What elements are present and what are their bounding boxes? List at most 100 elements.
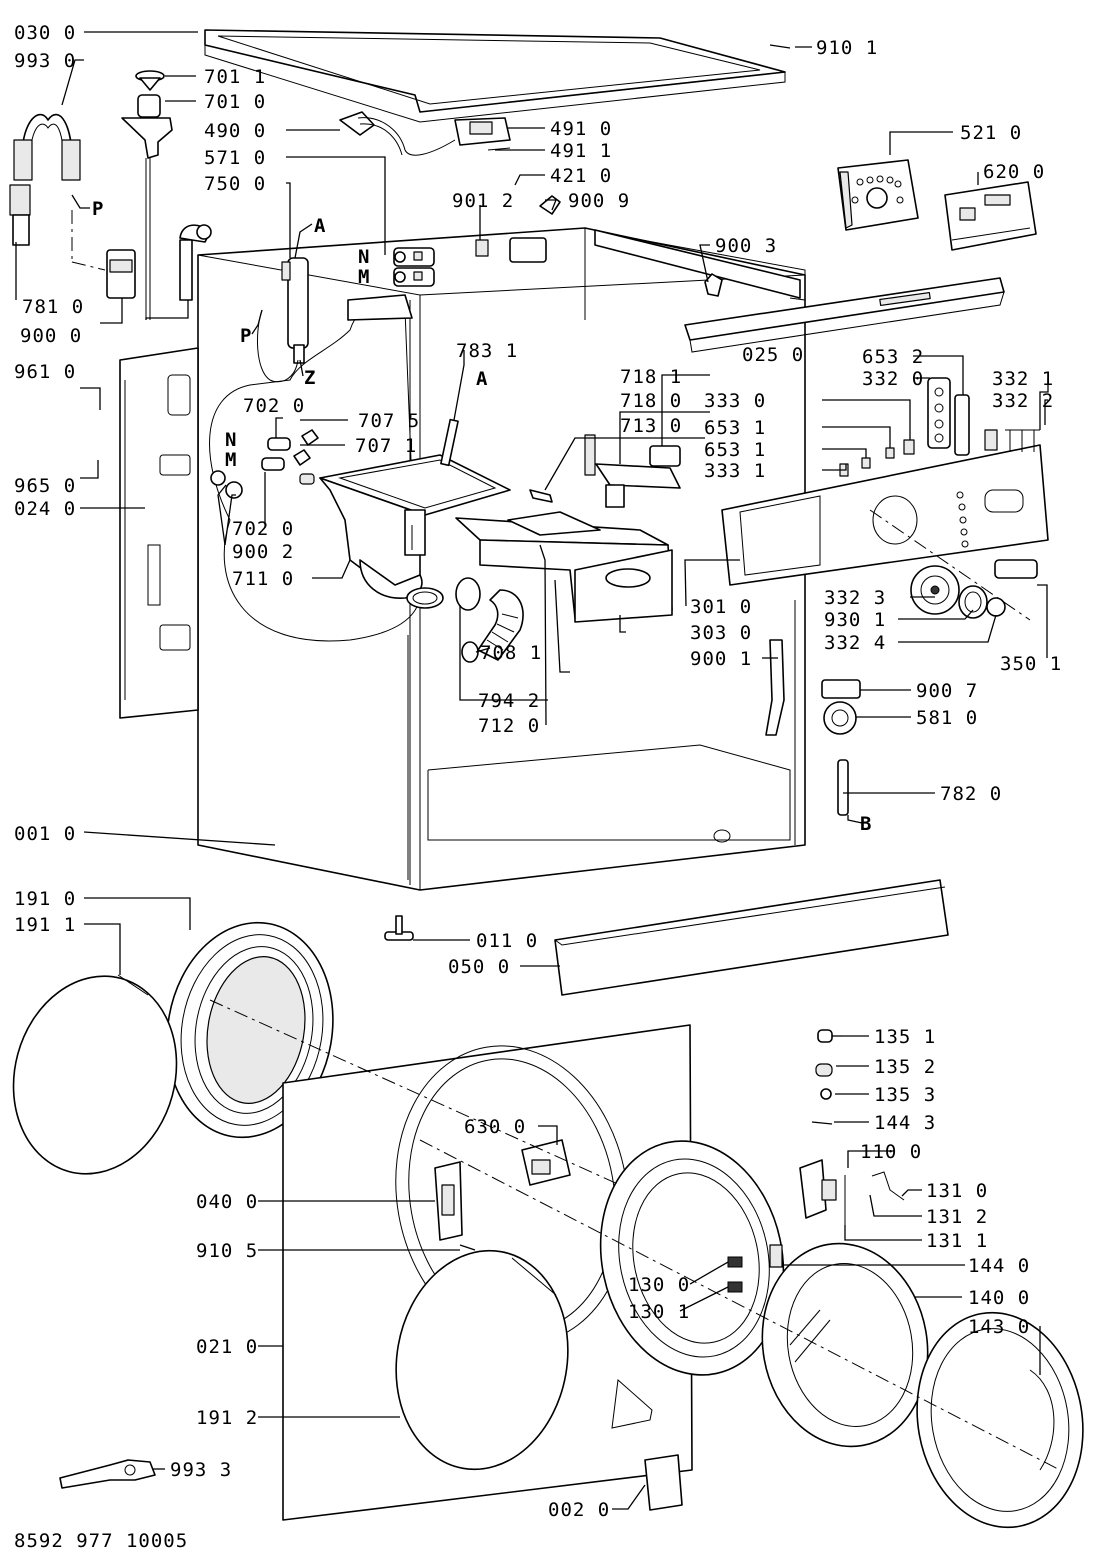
pressure-switch xyxy=(821,679,861,735)
label-702-0-a: 702 0 xyxy=(243,395,305,417)
lever-713 xyxy=(529,489,553,503)
label-025-0: 025 0 xyxy=(742,344,804,366)
label-712-0: 712 0 xyxy=(478,715,540,737)
screw-910-5 xyxy=(459,1244,476,1251)
hose-funnel xyxy=(121,70,173,320)
label-521-0: 521 0 xyxy=(960,122,1022,144)
label-901-2: 901 2 xyxy=(452,190,514,212)
label-131-2: 131 2 xyxy=(926,1206,988,1228)
label-900-0: 900 0 xyxy=(20,325,82,347)
label-718-0: 718 0 xyxy=(620,390,682,412)
terminal-block xyxy=(454,117,511,151)
power-cord xyxy=(339,111,456,156)
back-panel xyxy=(119,347,199,719)
label-653-1-a: 653 1 xyxy=(704,417,766,439)
label-708-1: 708 1 xyxy=(480,642,542,664)
door-handle xyxy=(799,1159,905,1225)
label-144-0: 144 0 xyxy=(968,1255,1030,1277)
seal-clamp-191-1 xyxy=(12,975,178,1175)
leader-lines xyxy=(15,31,1049,1510)
label-332-3: 332 3 xyxy=(824,587,886,609)
label-301-0: 301 0 xyxy=(690,596,752,618)
label-711-0: 711 0 xyxy=(232,568,294,590)
label-750-0: 750 0 xyxy=(204,173,266,195)
drain-bellows xyxy=(455,577,524,663)
label-653-1-b: 653 1 xyxy=(704,439,766,461)
label-144-3: 144 3 xyxy=(874,1112,936,1134)
letter-n-valve: N xyxy=(358,246,369,268)
label-781-0: 781 0 xyxy=(22,296,84,318)
label-900-7: 900 7 xyxy=(916,680,978,702)
letter-n-connector: N xyxy=(225,429,236,451)
top-cover xyxy=(204,29,786,123)
label-001-0: 001 0 xyxy=(14,823,76,845)
label-050-0: 050 0 xyxy=(448,956,510,978)
hinge xyxy=(434,1161,463,1241)
cabinet-rim xyxy=(347,294,413,321)
label-900-9: 900 9 xyxy=(568,190,630,212)
letter-a-inlet: A xyxy=(476,368,488,390)
label-491-1: 491 1 xyxy=(550,140,612,162)
label-993-0: 993 0 xyxy=(14,50,76,72)
label-333-0: 333 0 xyxy=(704,390,766,412)
label-630-0: 630 0 xyxy=(464,1116,526,1138)
part-drawings xyxy=(9,29,1084,1529)
label-333-1: 333 1 xyxy=(704,460,766,482)
pressure-chamber xyxy=(257,257,309,383)
label-350-1: 350 1 xyxy=(1000,653,1062,675)
label-620-0: 620 0 xyxy=(983,161,1045,183)
label-713-0: 713 0 xyxy=(620,415,682,437)
label-900-3: 900 3 xyxy=(715,235,777,257)
plinth xyxy=(554,879,949,996)
label-783-1: 783 1 xyxy=(456,340,518,362)
rod-782 xyxy=(837,759,849,816)
label-140-0: 140 0 xyxy=(968,1287,1030,1309)
label-421-0: 421 0 xyxy=(550,165,612,187)
label-143-0: 143 0 xyxy=(968,1316,1030,1338)
spanner-tool xyxy=(59,1459,156,1489)
detail-contour xyxy=(209,299,422,642)
label-024-0: 024 0 xyxy=(14,498,76,520)
label-653-2: 653 2 xyxy=(862,346,924,368)
label-040-0: 040 0 xyxy=(196,1191,258,1213)
label-993-3: 993 3 xyxy=(170,1459,232,1481)
screw-910-1 xyxy=(769,44,791,49)
label-571-0: 571 0 xyxy=(204,147,266,169)
filter-clip xyxy=(475,239,489,257)
label-782-0: 782 0 xyxy=(940,783,1002,805)
label-702-0-b: 702 0 xyxy=(232,518,294,540)
label-965-0: 965 0 xyxy=(14,475,76,497)
label-021-0: 021 0 xyxy=(196,1336,258,1358)
lamp-900-9 xyxy=(539,195,561,215)
label-332-2: 332 2 xyxy=(992,390,1054,412)
label-303-0: 303 0 xyxy=(690,622,752,644)
label-900-1: 900 1 xyxy=(690,648,752,670)
hose-connectors xyxy=(210,429,319,499)
label-332-1: 332 1 xyxy=(992,368,1054,390)
part-labels: 030 0 993 0 701 1 701 0 490 0 571 0 750 … xyxy=(14,22,1062,1521)
lamp-900-3 xyxy=(704,273,723,297)
service-cover xyxy=(644,1454,683,1511)
label-707-1: 707 1 xyxy=(355,435,417,457)
label-191-1: 191 1 xyxy=(14,914,76,936)
label-961-0: 961 0 xyxy=(14,361,76,383)
letter-p-hose: P xyxy=(92,198,103,220)
small-fasteners xyxy=(811,1029,842,1125)
label-490-0: 490 0 xyxy=(204,120,266,142)
letter-p-chamber: P xyxy=(240,325,251,347)
push-buttons xyxy=(839,377,1040,477)
dispenser-housing xyxy=(319,454,511,609)
letter-z-chamber: Z xyxy=(304,367,315,389)
control-panel xyxy=(721,444,1049,586)
outer-door xyxy=(916,1311,1084,1529)
drain-hose xyxy=(9,113,106,271)
door-glass xyxy=(761,1242,929,1448)
inlet-valve xyxy=(393,247,435,287)
label-131-0: 131 0 xyxy=(926,1180,988,1202)
label-900-2: 900 2 xyxy=(232,541,294,563)
label-135-1: 135 1 xyxy=(874,1026,936,1048)
label-718-1: 718 1 xyxy=(620,366,682,388)
electronic-module xyxy=(837,159,919,231)
inlet-pipe xyxy=(179,224,212,301)
